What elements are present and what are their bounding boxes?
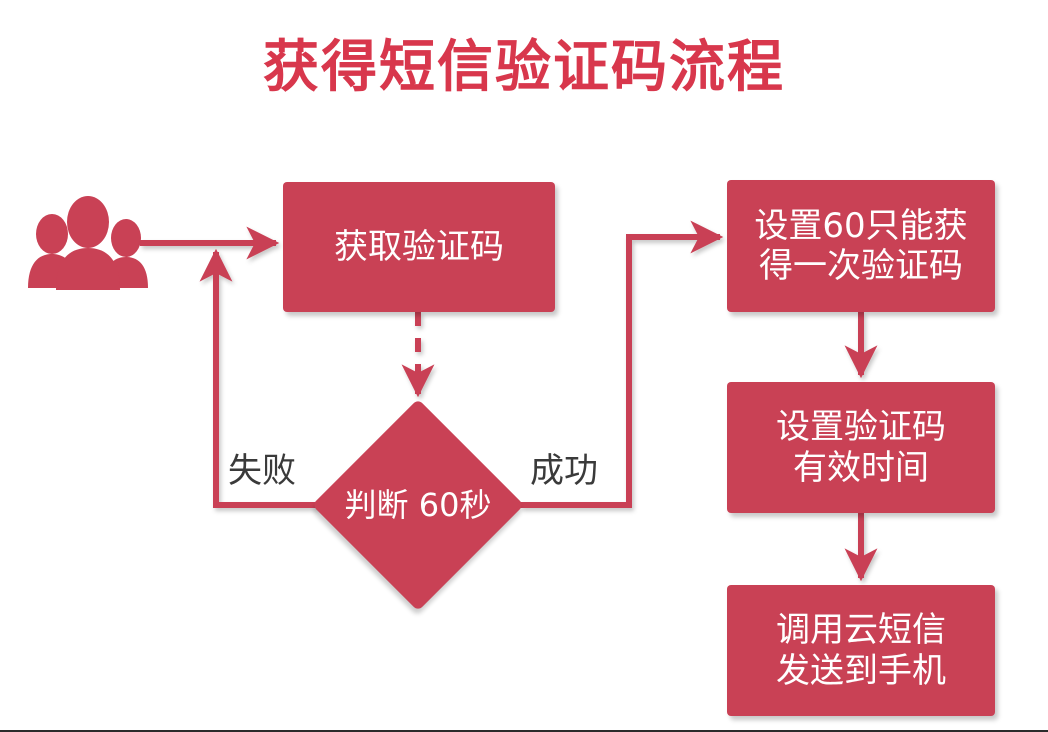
edge-label-success: 成功 <box>530 451 598 491</box>
node-decision-line-1: 判断 <box>344 486 409 524</box>
node-limit-once-line-1: 设置60只能获 <box>754 205 968 246</box>
node-get-code[interactable]: 获取验证码 <box>283 182 555 312</box>
node-send-sms-line-1: 调用云短信 <box>776 610 946 651</box>
node-valid-time-line-1: 设置验证码 <box>776 407 946 448</box>
node-send-sms[interactable]: 调用云短信 发送到手机 <box>727 585 995 716</box>
node-limit-once[interactable]: 设置60只能获 得一次验证码 <box>727 180 995 312</box>
page-title: 获得短信验证码流程 <box>263 35 785 100</box>
node-valid-time-line-2: 有效时间 <box>793 447 929 488</box>
node-decision-line-2: 60秒 <box>418 486 492 524</box>
node-decision-label: 判断 60秒 <box>345 485 492 525</box>
node-limit-once-line-2: 得一次验证码 <box>759 246 963 286</box>
node-get-code-line-1: 获取验证码 <box>334 226 504 267</box>
node-decision[interactable]: 判断 60秒 <box>311 398 525 612</box>
edge-label-fail: 失败 <box>228 451 296 491</box>
node-send-sms-line-2: 发送到手机 <box>776 650 946 691</box>
users-group-icon <box>24 192 154 292</box>
node-valid-time[interactable]: 设置验证码 有效时间 <box>727 382 995 513</box>
